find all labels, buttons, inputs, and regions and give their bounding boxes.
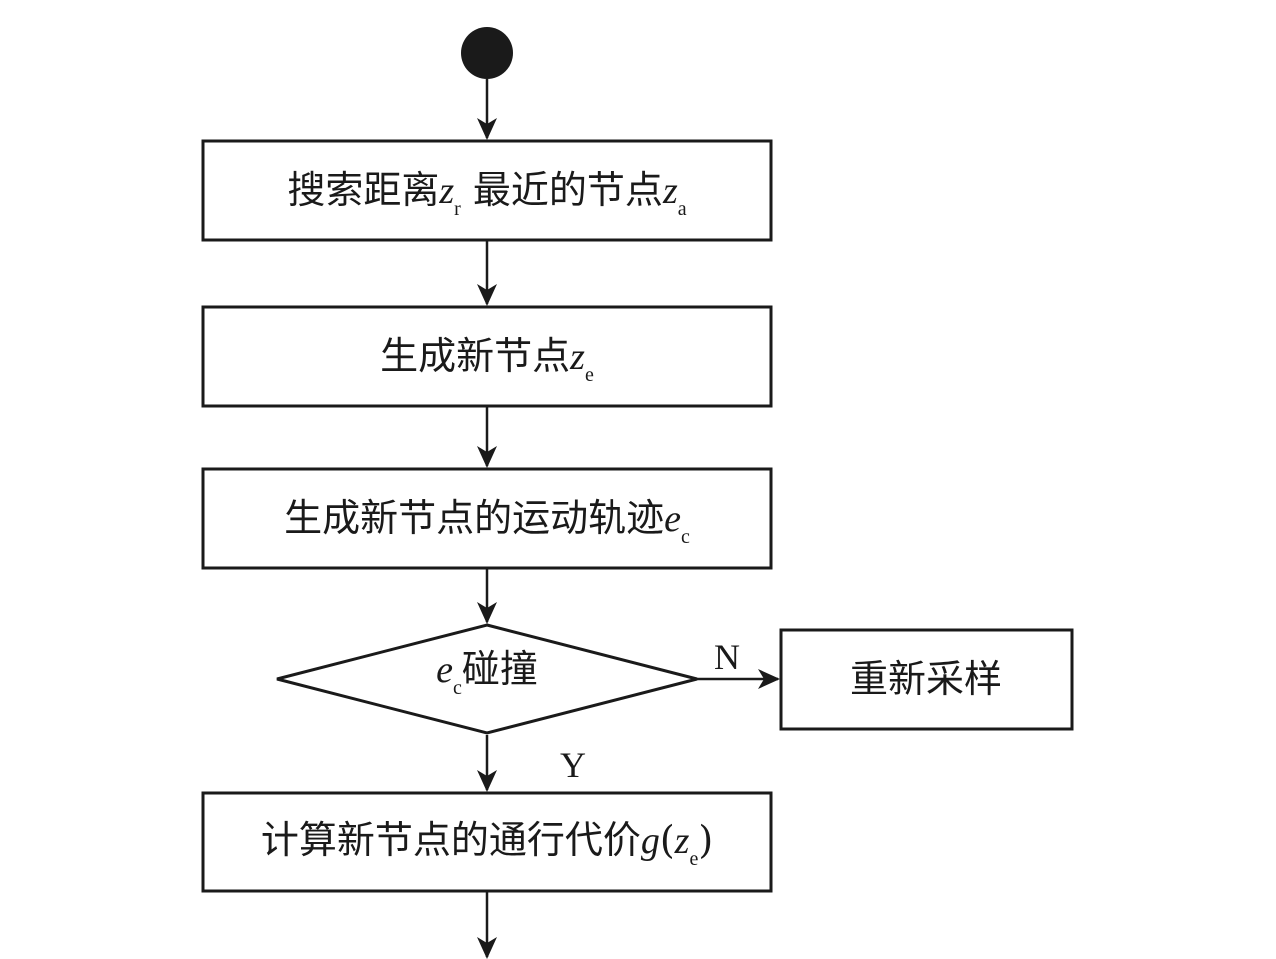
edge-label-yes: Y (560, 745, 586, 785)
edge-label-no: N (714, 637, 740, 677)
process-resample (779, 628, 1074, 731)
process-generate-node-label: 生成新节点ze (380, 334, 594, 386)
process-search-nearest (201, 139, 773, 242)
process-resample-label: 重新采样 (850, 657, 1002, 701)
process-generate-trajectory-label: 生成新节点的运动轨迹ec (284, 496, 690, 548)
process-generate-node (201, 305, 773, 408)
process-generate-trajectory (201, 467, 773, 570)
decision-collision (276, 623, 698, 735)
start-node (461, 27, 513, 79)
decision-collision-label: ec碰撞 (436, 647, 538, 699)
process-search-nearest-label: 搜索距离zr 最近的节点za (287, 168, 686, 220)
process-compute-cost (201, 791, 773, 893)
process-compute-cost-label: 计算新节点的通行代价g(ze) (261, 818, 713, 870)
